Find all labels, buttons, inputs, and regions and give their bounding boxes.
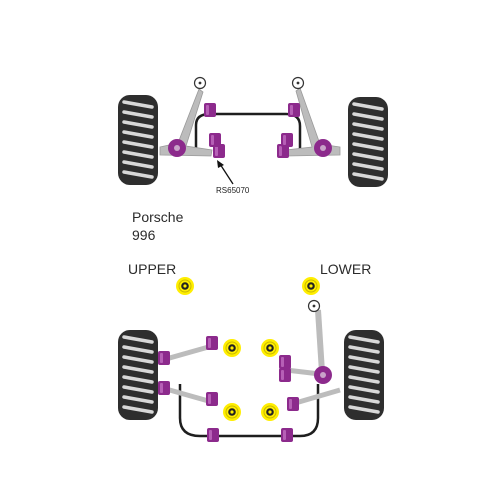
- bush-icon: [279, 368, 291, 382]
- bush-icon: [158, 351, 170, 365]
- bush-icon: [314, 366, 332, 384]
- bush-icon: [260, 402, 280, 422]
- rear-suspension-bottom: [116, 299, 386, 442]
- bush-icon: [281, 428, 293, 442]
- control-arm-icon: [285, 87, 341, 157]
- bush-icon: [288, 103, 300, 117]
- arrow-icon: [217, 160, 234, 185]
- tyre-icon: [116, 328, 160, 422]
- bush-icon: [207, 428, 219, 442]
- bush-icon: [222, 338, 242, 358]
- bush-icon: [204, 103, 216, 117]
- bush-icon: [209, 133, 221, 147]
- anti-roll-bar-icon: [194, 112, 302, 152]
- part-number-label: RS65070: [216, 186, 250, 195]
- bush-icon: [279, 355, 291, 369]
- bush-icon: [287, 397, 299, 411]
- control-arm-icon: [291, 387, 341, 407]
- bush-icon: [301, 276, 321, 296]
- bush-icon: [206, 392, 218, 406]
- anti-roll-bar-icon: [178, 384, 320, 438]
- bush-icon: [206, 336, 218, 350]
- control-arm-icon: [315, 309, 325, 373]
- bush-icon: [281, 133, 293, 147]
- upper-label: UPPER: [128, 261, 177, 277]
- bush-icon: [158, 381, 170, 395]
- control-arm-icon: [159, 88, 213, 157]
- tyre-icon: [342, 328, 386, 422]
- bush-icon: [260, 338, 280, 358]
- lower-label: LOWER: [320, 261, 372, 277]
- tyre-icon: [346, 95, 390, 189]
- control-arm-icon: [165, 386, 213, 405]
- bush-icon: [314, 139, 332, 157]
- control-arm-icon: [165, 343, 213, 362]
- car-model-label: 996: [132, 227, 156, 243]
- car-make-label: Porsche: [132, 209, 184, 225]
- bush-icon: [168, 139, 186, 157]
- front-suspension-top: [116, 76, 390, 189]
- tyre-icon: [116, 93, 160, 187]
- bush-icon: [222, 402, 242, 422]
- bush-icon: [175, 276, 195, 296]
